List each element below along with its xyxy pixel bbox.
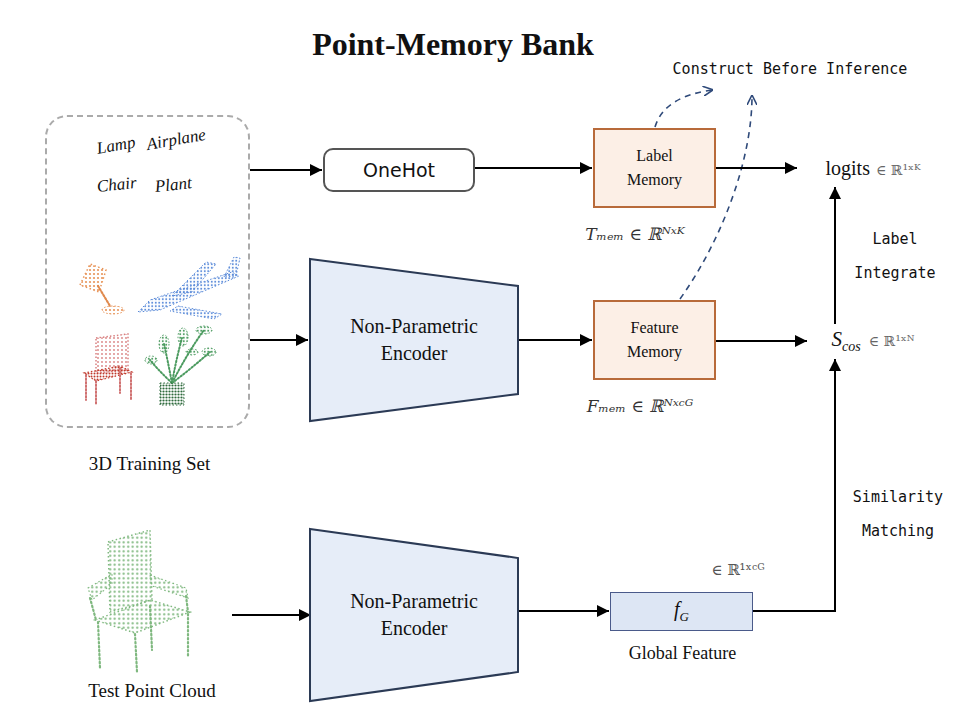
test-chair-seat (95, 600, 190, 633)
output-node: logits ∈ ℝ¹ˣᴷ (798, 150, 948, 186)
airplane-point-cloud (138, 257, 240, 319)
airplane-wing (170, 306, 222, 319)
trapezoid-shape (310, 259, 518, 421)
node-content: Feature Memory (613, 316, 697, 364)
flow-arrow (753, 359, 835, 611)
box-label: Label Memory (613, 144, 697, 192)
diagram-title: Point-Memory Bank (312, 26, 594, 63)
node-content: fG (674, 598, 689, 625)
edge-label: Similarity Matching (843, 480, 953, 548)
flow-arrow (716, 340, 807, 342)
chair-seat (84, 366, 132, 381)
flow-arrow (475, 167, 592, 169)
plant-leaves (145, 326, 216, 364)
process-box: OneHot (323, 148, 475, 192)
node-content: logits ∈ ℝ¹ˣᴷ (825, 157, 920, 180)
encoder-trapezoid: Non-Parametric Encoder (309, 258, 519, 422)
node-content: Non-Parametric Encoder (339, 588, 489, 642)
chair-legs (86, 368, 131, 405)
memory-box: Label Memory (593, 128, 716, 208)
node-inner: Label Memory (595, 130, 714, 206)
test-chair-point-cloud (88, 530, 190, 672)
flow-arrow (834, 187, 836, 324)
math-dimension: Fₘₑₘ ∈ ℝᴺˣᶜᴳ (587, 396, 694, 416)
node-inner: Non-Parametric Encoder (309, 258, 519, 422)
node-inner: Non-Parametric Encoder (309, 528, 519, 702)
feature-vector: fGGlobal Feature (610, 592, 753, 631)
test-chair-back (108, 530, 152, 612)
class-name: Lamp (95, 132, 137, 158)
flow-arrow (519, 339, 592, 341)
test-chair-arm (150, 575, 188, 598)
box-label: Feature Memory (613, 316, 697, 364)
encoder-trapezoid: Non-Parametric Encoder (309, 528, 519, 702)
node-inner: fG (611, 593, 752, 630)
node-content: Non-Parametric Encoder (339, 313, 489, 367)
panel-caption: 3D Training Set (47, 453, 252, 475)
airplane-tail (224, 257, 240, 277)
lamp-stem (98, 286, 110, 306)
similarity-node: Scos ∈ ℝ¹ˣᴺ (808, 324, 938, 358)
class-name: Chair (96, 173, 138, 197)
lamp-point-cloud (80, 264, 124, 314)
vector-caption: Global Feature (591, 643, 774, 664)
box-label: OneHot (363, 159, 435, 181)
construct-dashed-arrow (655, 90, 712, 127)
class-name: Airplane (145, 125, 207, 155)
node-inner: OneHot (325, 150, 473, 190)
test-chair-legs (90, 596, 188, 672)
edge-label: Label Integrate (845, 222, 945, 290)
math-symbol: f (674, 598, 680, 620)
trapezoid-outline (309, 258, 519, 422)
node-content: Label Memory (613, 144, 697, 192)
test-chair-arm (88, 574, 112, 600)
node-inner: Feature Memory (595, 302, 714, 378)
flow-arrow (519, 610, 609, 612)
plant-pot (160, 383, 184, 405)
node-inner (47, 117, 248, 426)
input-arrow (232, 614, 311, 616)
airplane-wing (172, 262, 216, 296)
flow-arrow (250, 339, 308, 341)
dataset-panel: LampAirplaneChairPlant3D Training Set (45, 115, 250, 428)
chair-point-cloud (84, 334, 132, 405)
memory-box: Feature Memory (593, 300, 716, 380)
trapezoid-outline (309, 528, 519, 702)
flow-arrow (716, 167, 797, 169)
node-inner: Scos ∈ ℝ¹ˣᴺ (808, 324, 938, 358)
math-dimension: ∈ ℝ¹ˣᴺ (869, 333, 915, 349)
math-dimension: ∈ ℝ¹ˣᶜᴳ (711, 561, 764, 579)
math-subscript: cos (842, 339, 861, 354)
lamp-shade (80, 264, 106, 292)
plant-point-cloud (145, 326, 216, 405)
math-symbol: S (832, 327, 843, 351)
math-dimension: Tₘₑₘ ∈ ℝᴺˣᴷ (585, 224, 685, 244)
class-name: Plant (154, 173, 193, 197)
node-content: Scos ∈ ℝ¹ˣᴺ (832, 327, 915, 355)
lamp-base (102, 306, 124, 314)
trapezoid-shape (310, 529, 518, 701)
math-subscript: G (680, 609, 689, 624)
box-label: Non-Parametric Encoder (339, 588, 489, 642)
annotation: Construct Before Inference (673, 60, 908, 78)
math-dimension: ∈ ℝ¹ˣᴷ (876, 162, 921, 178)
image-caption: Test Point Cloud (88, 680, 215, 702)
node-content: OneHot (363, 159, 435, 181)
box-label: Non-Parametric Encoder (339, 313, 489, 367)
output-label: logits (825, 157, 869, 179)
node-inner: logits ∈ ℝ¹ˣᴷ (798, 150, 948, 186)
flow-arrow (250, 169, 322, 171)
